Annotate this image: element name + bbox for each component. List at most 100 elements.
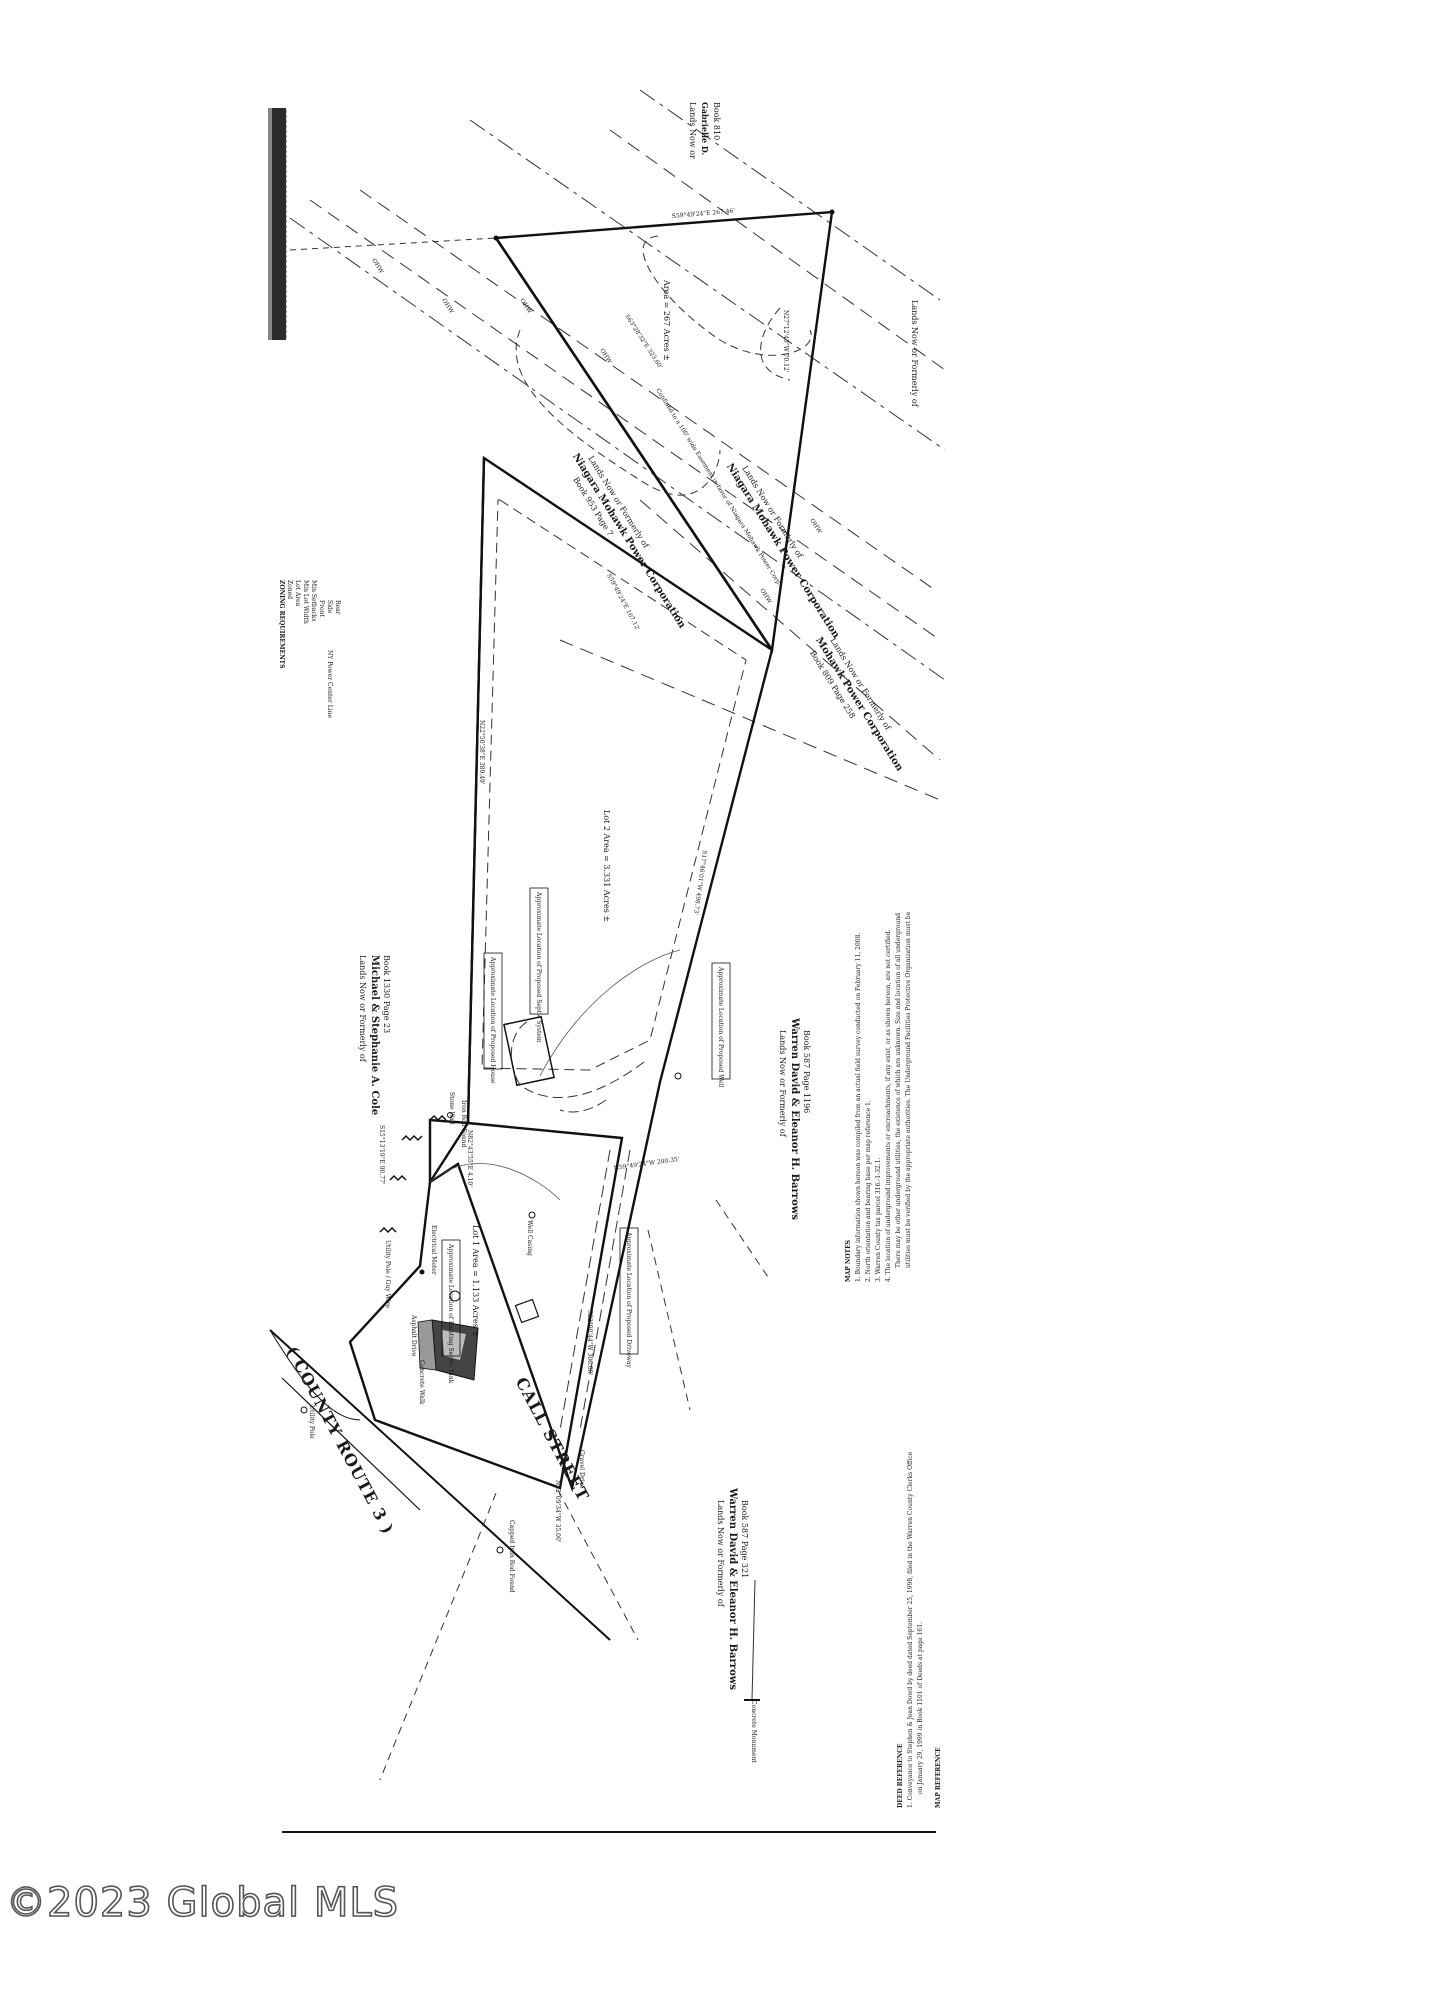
road-dashed-line-2 xyxy=(557,1489,639,1641)
ohw-6-text: OHW xyxy=(758,587,773,605)
zoning-row-1: Zoned xyxy=(286,580,293,599)
label-utility-pole: Utility Pole xyxy=(308,1405,315,1439)
owner-cole: Lands Now or Formerly of Michael & Steph… xyxy=(358,955,391,1115)
capped-iron-text: Capped Iron Rod Found xyxy=(508,1520,515,1593)
ohw-1: OHW xyxy=(370,257,385,275)
scan-edge-artifact xyxy=(268,108,287,340)
house-text: Approximate Location of Proposed House xyxy=(489,956,496,1084)
label-concrete-walk: Concrete Walk xyxy=(418,1360,425,1405)
lot-2-setback xyxy=(481,499,747,1071)
deed-ref-1: 1. Conveyance to Stephen & Jean Dowd by … xyxy=(907,1451,914,1808)
deed-ref-2: on January 29, 1999 in Book 1101 of Deed… xyxy=(917,1622,924,1794)
owner-gabrielle-line3: Book 810 xyxy=(712,102,721,140)
owner-east-line1: Lands Now or Formerly of xyxy=(910,300,919,408)
bearing-4-text: S22°00'44"W 306.88' xyxy=(586,1310,593,1375)
power-line-easement-text: Confined to a 100' wide Easement in favo… xyxy=(654,387,782,587)
utility-pole-marker xyxy=(300,1406,308,1414)
power-line-corridor xyxy=(289,89,946,801)
label-capped-iron: Capped Iron Rod Found xyxy=(508,1520,515,1593)
easement-curve xyxy=(642,235,812,356)
bearing-8: S15°13'19"E 90.77' xyxy=(378,1125,385,1185)
bearing-7-text: N59°49'24"W 200.35' xyxy=(613,1156,680,1172)
stone-wall xyxy=(379,1114,447,1234)
zoning-row-3: Min Lot Width xyxy=(302,580,309,624)
map-note-2: 2. North orientation and bearing base pe… xyxy=(865,1100,872,1282)
lot-2-boundary xyxy=(428,455,774,1493)
label-electrical-meter: Electrical Meter xyxy=(430,1225,437,1275)
ohw-5-text: OHW xyxy=(808,517,823,535)
wire-text: Utility Pole / Guy Wire xyxy=(384,1240,391,1308)
ohw-4-text: OHW xyxy=(598,347,613,365)
zoning-title: ZONING REQUIREMENTS xyxy=(278,580,285,668)
ohw-1-text: OHW xyxy=(370,257,385,275)
label-iron-rod: Iron Rod Found xyxy=(460,1100,467,1148)
zoning-row-2: Lot Area xyxy=(294,580,301,607)
bearing-3-text: S59°49'24"E 167.12' xyxy=(605,573,641,633)
label-asphalt: Asphalt Drive xyxy=(410,1314,417,1357)
triangle-area: Area = 267 Acres ± xyxy=(662,279,671,361)
bearing-3: S59°49'24"E 167.12' xyxy=(605,573,641,633)
lot-2-area: Lot 2 Area = 3.331 Acres ± xyxy=(602,810,611,922)
lot-1-area: Lot 1 Area = 1.133 Acres ± xyxy=(471,1225,480,1337)
map-notes: MAP NOTES 1. Boundary information shown … xyxy=(845,911,912,1282)
triangle-area-text: Area = 267 Acres ± xyxy=(662,279,671,361)
map-note-4: 4. The location of underground improveme… xyxy=(885,929,892,1282)
well-casing-marker xyxy=(528,1211,536,1219)
proposed-house xyxy=(503,1015,555,1087)
map-ref-title: MAP REFERENCE xyxy=(935,1747,942,1808)
lot-2-area-text: Lot 2 Area = 3.331 Acres ± xyxy=(602,810,611,922)
box-septic-prop: Approximate Location of Proposed Septic … xyxy=(529,887,549,1043)
bearing-8-text: S15°13'19"E 90.77' xyxy=(378,1125,385,1185)
road-dashed-line-3 xyxy=(715,1199,771,1281)
zoning-row-5: Front xyxy=(318,600,325,618)
bearing-1-text: N22°50'38"E 389.49' xyxy=(478,720,485,785)
label-stone-wall: Stone Wall xyxy=(448,1092,455,1125)
zoning-block: ZONING REQUIREMENTS Zoned Lot Area Min L… xyxy=(278,580,341,718)
access-curve xyxy=(515,329,721,496)
owner-barrows-front-line2: Warren David & Eleanor H. Barrows xyxy=(727,1487,738,1690)
ohw-6: OHW xyxy=(758,587,773,605)
owner-barrows-rear-line3: Book 587 Page 1196 xyxy=(802,1030,811,1113)
bearing-2-text: N82°43'55"E 4.10' xyxy=(466,1130,473,1187)
stone-wall-text: Stone Wall xyxy=(448,1092,455,1125)
box-house: Approximate Location of Proposed House xyxy=(483,952,503,1084)
driveway-text: Approximate Location of Proposed Drivewa… xyxy=(625,1231,632,1369)
ohw-2-text: OHW xyxy=(440,297,455,315)
power-line-easement: Confined to a 100' wide Easement in favo… xyxy=(654,387,782,587)
owner-barrows-front: Lands Now or Formerly of Warren David & … xyxy=(716,1487,749,1690)
owner-barrows-rear-line2: Warren David & Eleanor H. Barrows xyxy=(789,1017,800,1220)
map-notes-title: MAP NOTES xyxy=(845,1240,852,1282)
owner-niagara-2-line2: Niagara Mohawk Power Corporation xyxy=(724,462,842,641)
owner-barrows-front-line1: Lands Now or Formerly of xyxy=(716,1500,725,1608)
owner-barrows-front-line3: Book 587 Page 321 xyxy=(740,1500,749,1578)
ohw-2: OHW xyxy=(440,297,455,315)
capped-iron-rod-marker xyxy=(496,1546,504,1554)
owner-gabrielle-line2: Gabrielle D. xyxy=(700,102,710,156)
map-note-1: 1. Boundary information shown hereon was… xyxy=(855,933,862,1282)
bearing-7: N59°49'24"W 200.35' xyxy=(613,1156,680,1172)
well-text: Well Casing xyxy=(526,1220,533,1256)
label-concrete-monument: Concrete Monument xyxy=(750,1700,757,1763)
monument-line xyxy=(751,1579,756,1701)
bearing-4: S22°00'44"W 306.88' xyxy=(586,1310,593,1375)
box-well-prop: Approximate Location of Proposed Well xyxy=(711,962,731,1087)
bearing-10: N27°12'43"W 70.12' xyxy=(782,310,789,373)
septic-prop-text: Approximate Location of Proposed Septic … xyxy=(535,891,542,1043)
shed xyxy=(514,1298,540,1324)
triangle-corner-marker-2 xyxy=(829,209,835,215)
owner-niagara-3-line2: Mohawk Power Corporation xyxy=(813,635,905,774)
concrete-walk-text: Concrete Walk xyxy=(418,1360,425,1405)
electrical-meter-marker xyxy=(419,1269,425,1275)
bearing-1: N22°50'38"E 389.49' xyxy=(478,720,485,785)
map-note-3: 3. Warren County tax parcel 316.-1-32.1. xyxy=(875,1158,882,1282)
ohw-3: OHW xyxy=(518,297,533,315)
road-route-group: ( COUNTY ROUTE 3 ) xyxy=(282,1343,398,1538)
lot-1-boundary xyxy=(348,1121,624,1490)
map-note-5: There may be other underground utilities… xyxy=(895,913,902,1268)
map-note-6: utilities must be verified by the approp… xyxy=(905,911,912,1268)
bearing-6-text: S63°28'32"E 323.60' xyxy=(623,313,664,370)
iron-rod-marker xyxy=(447,1112,453,1118)
lot-1-area-text: Lot 1 Area = 1.133 Acres ± xyxy=(471,1225,480,1337)
zoning-row-8: NY Power Center Line xyxy=(326,650,333,718)
